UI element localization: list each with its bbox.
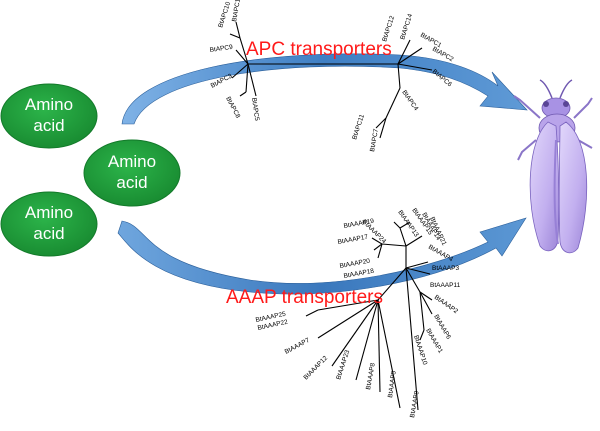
apc-label-BtAPC7: BtAPC7	[369, 128, 380, 152]
apc-tree	[229, 21, 433, 139]
amino-acid-node-2-line1: Amino	[108, 152, 156, 171]
aaap-label-BtAAAP5: BtAAAP5	[387, 370, 398, 398]
apc-label-BtAPC1: BtAPC1	[419, 32, 443, 50]
aaap-label-BtAAAP10: BtAAAP10	[412, 334, 428, 366]
aaap-flow-arrow	[117, 217, 527, 295]
aaap-label-BtAAAP3: BtAAAP3	[432, 265, 459, 272]
amino-acid-node-3-line1: Amino	[25, 203, 73, 222]
apc-label-BtAPC13: BtAPC13	[231, 0, 243, 22]
whitefly-insect	[513, 79, 593, 254]
apc-label-BtAPC14: BtAPC14	[399, 13, 414, 41]
apc-label-BtAPC4: BtAPC4	[400, 89, 419, 112]
aaap-label-BtAAAP11: BtAAAP11	[430, 282, 461, 289]
aaap-title: AAAP transporters	[226, 287, 383, 308]
aaap-tree	[305, 221, 433, 411]
apc-tree-labels: BtAPC13 BtAPC10 BtAPC9 BtAPC3 BtAPC8 BtA…	[209, 0, 455, 152]
amino-acid-node-2-line2: acid	[116, 173, 147, 192]
aaap-label-BtAAAP8: BtAAAP8	[365, 362, 377, 390]
amino-acid-node-1-line1: Amino	[25, 95, 73, 114]
amino-acid-node-1-line2: acid	[33, 116, 64, 135]
apc-label-BtAPC8: BtAPC8	[224, 96, 241, 120]
aaap-label-BtAAAP9: BtAAAP9	[409, 390, 421, 418]
aaap-label-BtAAAP23: BtAAAP23	[335, 349, 351, 381]
apc-flow-arrow	[121, 53, 528, 125]
apc-label-BtAPC5: BtAPC5	[250, 97, 260, 121]
amino-acid-node-3-line2: acid	[33, 224, 64, 243]
apc-label-BtAPC10: BtAPC10	[217, 1, 232, 29]
amino-acid-node-2: Amino acid	[83, 139, 181, 207]
apc-title: APC transporters	[246, 39, 392, 60]
amino-acid-node-3: Amino acid	[0, 191, 98, 257]
aaap-label-BtAAAP17: BtAAAP17	[337, 234, 369, 246]
aaap-label-BtAAAP12: BtAAAP12	[302, 354, 329, 381]
amino-acid-node-1: Amino acid	[0, 83, 98, 149]
apc-label-BtAPC11: BtAPC11	[351, 113, 366, 140]
apc-label-BtAPC9: BtAPC9	[209, 44, 233, 54]
aaap-label-BtAAAP7: BtAAAP7	[284, 337, 312, 356]
aaap-label-BtAAAP2: BtAAAP2	[433, 294, 460, 315]
